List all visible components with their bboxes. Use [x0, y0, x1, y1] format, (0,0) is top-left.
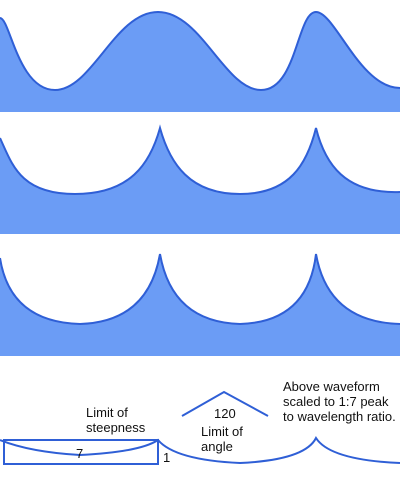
- scaled-wave-line: [0, 435, 400, 465]
- wave-steep-line: [0, 124, 400, 196]
- wave-smooth-fill: [0, 12, 400, 112]
- steepness-height-label: 1: [163, 450, 171, 465]
- scaled-wave-diagram: [0, 390, 400, 465]
- wave-panel-steep: [0, 124, 400, 234]
- steepness-box: [3, 439, 159, 465]
- angle-value: 120: [214, 406, 236, 421]
- wave-panel-smooth: [0, 10, 400, 112]
- angle-chevron: [181, 390, 269, 417]
- angle-label: Limit of angle: [201, 424, 243, 454]
- wave-limiting-line: [0, 253, 400, 326]
- steepness-label: Limit of steepness: [86, 405, 146, 435]
- scale-note: Above waveform scaled to 1:7 peak to wav…: [283, 379, 396, 424]
- steepness-length-label: 7: [76, 446, 84, 461]
- wave-limiting-fill: [0, 254, 400, 356]
- wave-panel-limiting: [0, 253, 400, 356]
- wave-smooth-line: [0, 10, 400, 92]
- wave-steep-fill: [0, 128, 400, 234]
